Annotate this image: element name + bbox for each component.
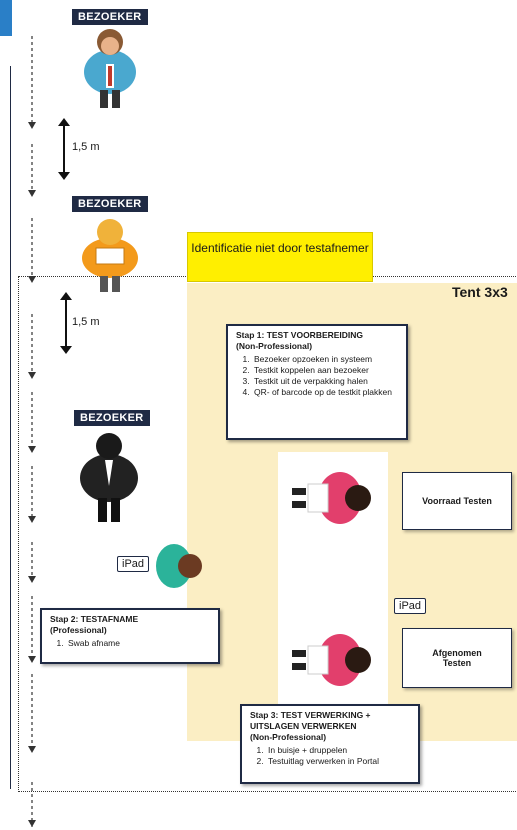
identification-note: Identificatie niet door testafnemer [187, 232, 373, 282]
step1-box: Stap 1: TEST VOORBEREIDING (Non-Professi… [226, 324, 408, 440]
accent-bar [0, 0, 12, 36]
stock-tests-card: Voorraad Testen [402, 472, 512, 530]
step1-subtitle: (Non-Professional) [236, 341, 313, 351]
step3-box: Stap 3: TEST VERWERKING + UITSLAGEN VERW… [240, 704, 420, 784]
visitor-badge-1: BEZOEKER [72, 9, 148, 25]
visitor-figure-1 [84, 29, 136, 108]
step1-item: Bezoeker opzoeken in systeem [252, 354, 398, 365]
visitor-badge-3: BEZOEKER [74, 410, 150, 426]
ipad-icon-1: iPad [117, 556, 150, 572]
distance-label-2: 1,5 m [72, 316, 100, 328]
step1-title: Stap 1: TEST VOORBEREIDING [236, 330, 364, 340]
visitor-badge-2: BEZOEKER [72, 196, 148, 212]
ipad-icon-2: iPad [394, 598, 427, 614]
visitor-figure-3 [80, 433, 138, 522]
taken-tests-card: Afgenomen Testen [402, 628, 512, 688]
step3-title: Stap 3: TEST VERWERKING + UITSLAGEN VERW… [250, 710, 371, 731]
step3-item: Testuitlag verwerken in Portal [266, 756, 410, 767]
step3-list: In buisje + druppelen Testuitlag verwerk… [250, 745, 410, 767]
visitor-figure-2 [82, 219, 138, 292]
step1-item: Testkit koppelen aan bezoeker [252, 365, 398, 376]
step2-box: Stap 2: TESTAFNAME (Professional) Swab a… [40, 608, 220, 664]
step2-list: Swab afname [50, 638, 210, 649]
distance-label-1: 1,5 m [72, 141, 100, 153]
tent-label: Tent 3x3 [452, 284, 508, 300]
step1-item: Testkit uit de verpakking halen [252, 376, 398, 387]
step2-subtitle: (Professional) [50, 625, 107, 635]
step2-item: Swab afname [66, 638, 210, 649]
page-left-border [0, 66, 11, 789]
step1-list: Bezoeker opzoeken in systeem Testkit kop… [236, 354, 398, 398]
flow-arrows [28, 36, 36, 828]
tester-figure [156, 544, 202, 588]
distance-arrow-2 [60, 292, 72, 354]
staff-figure-1 [292, 472, 371, 524]
distance-arrow-1 [58, 118, 70, 180]
step3-item: In buisje + druppelen [266, 745, 410, 756]
step1-item: QR- of barcode op de testkit plakken [252, 387, 398, 398]
staff-figure-2 [292, 634, 371, 686]
step3-subtitle: (Non-Professional) [250, 732, 327, 742]
step2-title: Stap 2: TESTAFNAME [50, 614, 139, 624]
